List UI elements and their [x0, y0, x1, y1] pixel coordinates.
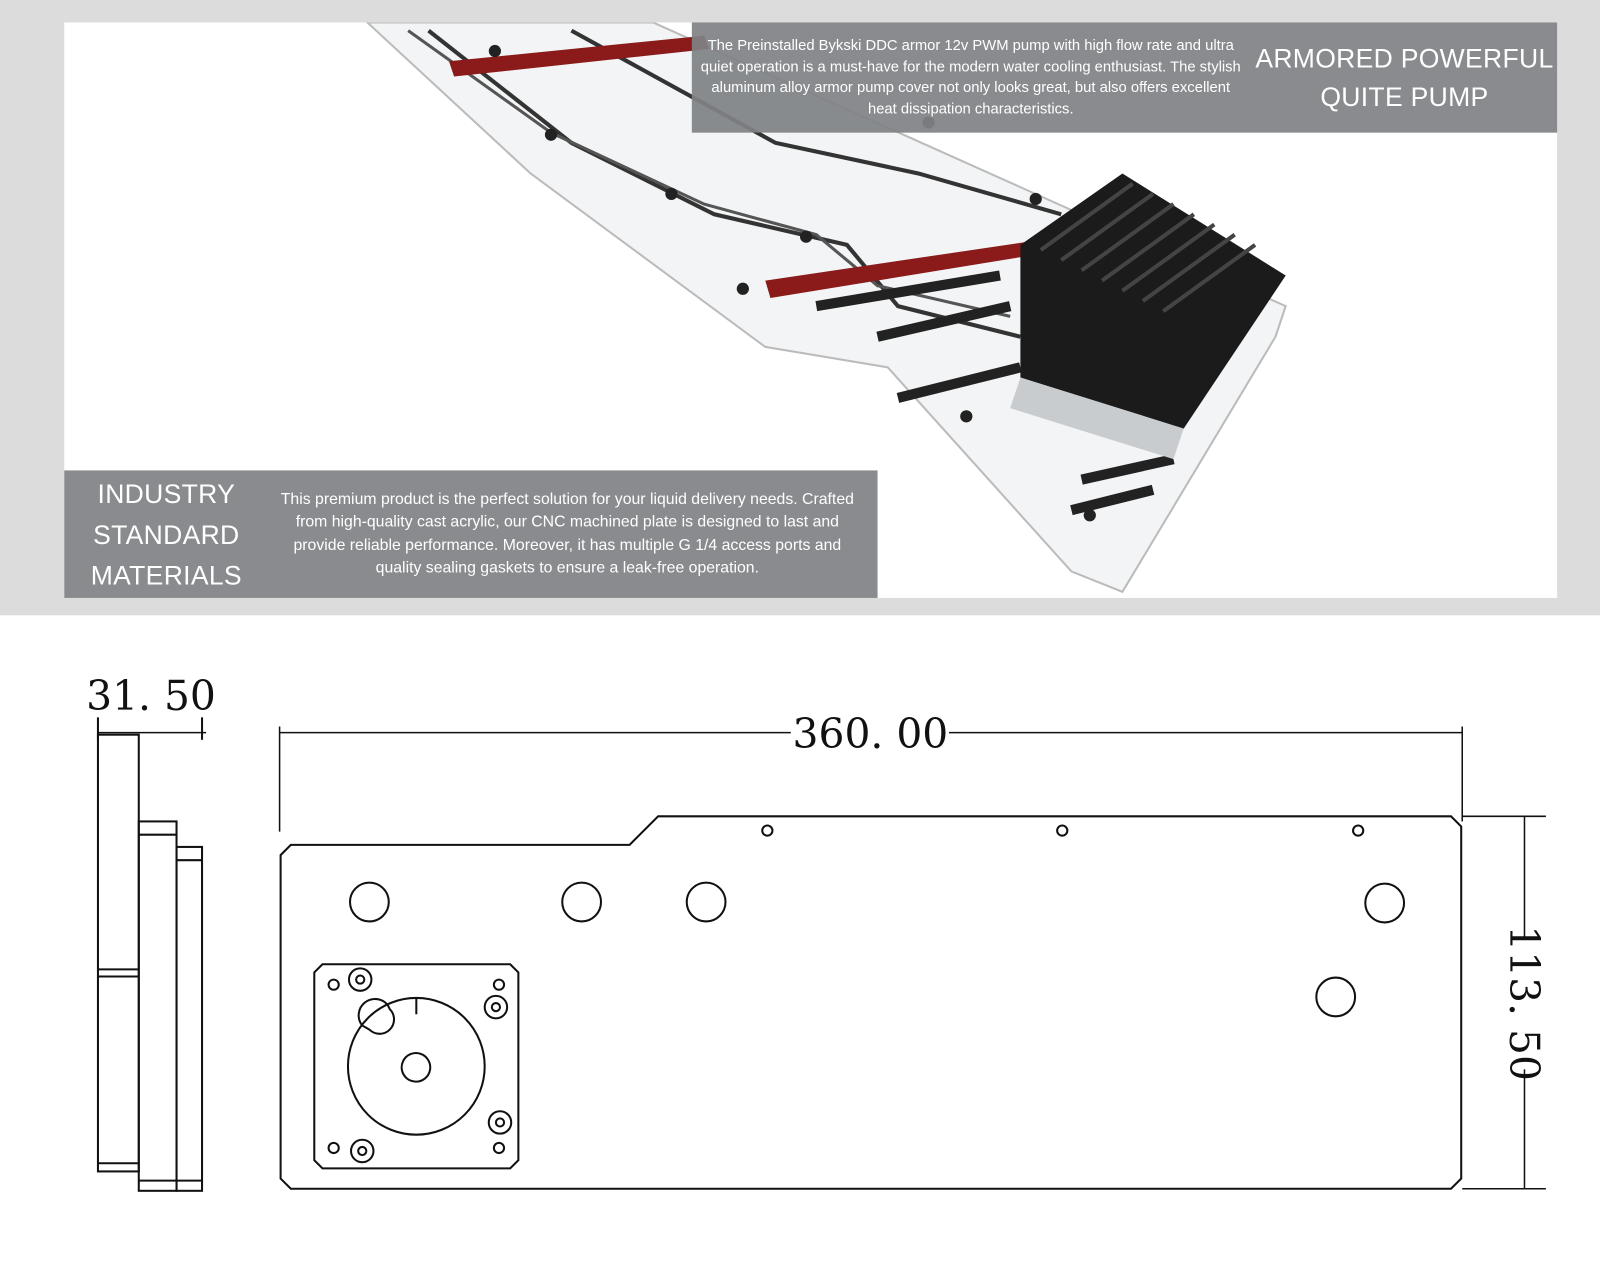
port-hole	[685, 881, 727, 923]
pump-feature-callout: The Preinstalled Bykski DDC armor 12v PW…	[691, 22, 1558, 133]
red-stripe	[765, 239, 1046, 298]
length-dimension: 360. 00	[793, 710, 949, 758]
material-feature-description: This premium product is the perfect solu…	[280, 490, 854, 577]
pump-feature-title: ARMORED POWERFUL QUITE PUMP	[1255, 42, 1554, 113]
material-feature-title: INDUSTRY STANDARD MATERIALS	[90, 478, 242, 591]
pump-feature-description: The Preinstalled Bykski DDC armor 12v PW…	[700, 37, 1241, 117]
port-hole	[561, 881, 603, 923]
material-feature-callout: INDUSTRY STANDARD MATERIALS This premium…	[64, 470, 878, 598]
side-view	[96, 717, 207, 1192]
pump-mount	[313, 963, 520, 1170]
thickness-dimension: 31. 50	[86, 672, 216, 720]
pump-block	[1020, 173, 1286, 429]
height-dimension: 113. 50	[1500, 925, 1548, 1081]
port-hole	[348, 881, 390, 923]
product-photo	[365, 22, 1287, 594]
plate-outline	[279, 815, 1463, 1190]
port-hole	[1364, 882, 1406, 924]
port-hole	[1315, 976, 1357, 1018]
technical-drawing: 31. 50 360. 00 113. 50	[86, 672, 1548, 1192]
